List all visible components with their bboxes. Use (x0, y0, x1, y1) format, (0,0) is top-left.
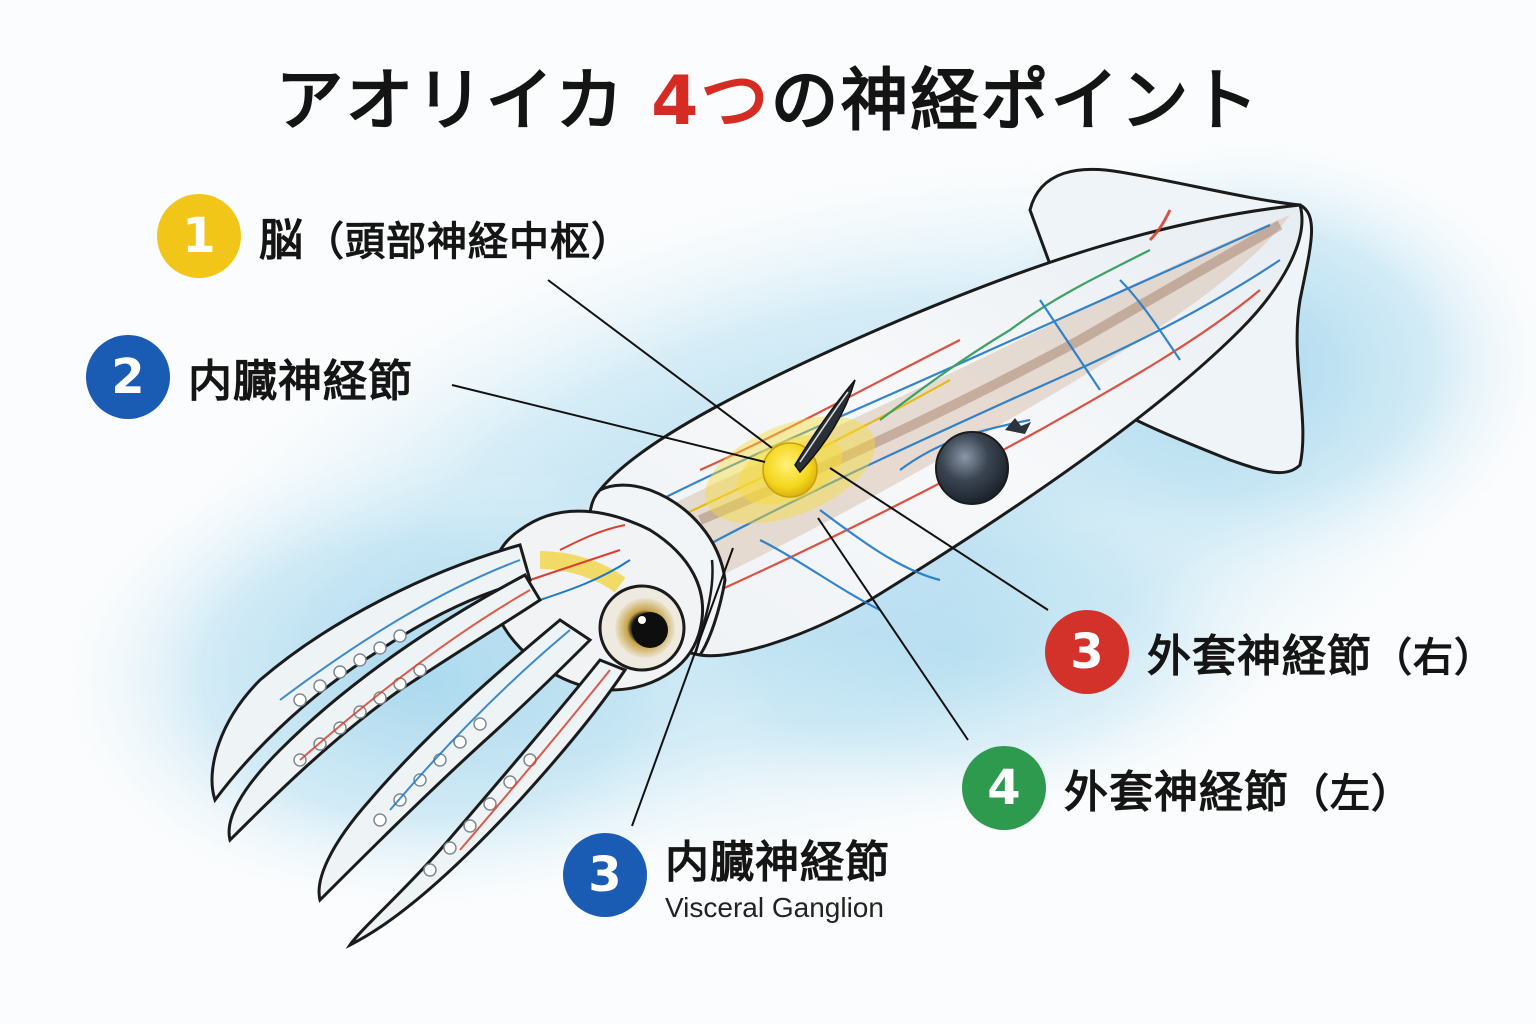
label-stack: 内臓神経節 Visceral Ganglion (665, 826, 890, 924)
badge-1: 1 (157, 194, 241, 278)
suckers (293, 629, 537, 877)
leader-lines (451, 279, 1049, 827)
leader-line-1 (547, 279, 773, 449)
head-nerves (529, 524, 631, 601)
label-name: 外套神経節 (1064, 767, 1289, 818)
ink-sac (935, 431, 1009, 505)
label-name: 脳 (259, 215, 304, 266)
leader-line-3-visceral (631, 547, 734, 827)
label-paren: （左） (1289, 771, 1412, 817)
label-mantle-ganglion-left: 4 外套神経節（左） (962, 746, 1412, 830)
badge-3-blue: 3 (563, 833, 647, 917)
label-text-mantle-left: 外套神経節（左） (1064, 756, 1412, 820)
title-suffix: の神経ポイント (770, 62, 1261, 141)
badge-2: 2 (86, 335, 170, 419)
badge-3-red: 3 (1045, 610, 1129, 694)
label-text-visceral: 内臓神経節 (188, 345, 413, 409)
leader-line-4 (817, 517, 969, 741)
label-text-mantle-right: 外套神経節（右） (1147, 620, 1495, 684)
label-name: 外套神経節 (1147, 631, 1372, 682)
label-mantle-ganglion-right: 3 外套神経節（右） (1045, 610, 1495, 694)
label-text-brain: 脳（頭部神経中枢） (259, 204, 632, 268)
squid-eye (598, 584, 686, 672)
title-accent: 4つ (651, 62, 771, 141)
label-visceral-ganglion-3: 3 内臓神経節 Visceral Ganglion (563, 826, 890, 924)
label-name: 内臓神経節 (188, 356, 413, 407)
page-title: アオリイカ 4つの神経ポイント (0, 62, 1536, 142)
leader-line-2 (451, 384, 766, 463)
title-prefix: アオリイカ (275, 62, 652, 141)
badge-4: 4 (962, 746, 1046, 830)
label-visceral-ganglion-2: 2 内臓神経節 (86, 335, 413, 419)
label-subtitle-english: Visceral Ganglion (665, 892, 884, 923)
label-paren: （頭部神経中枢） (304, 219, 632, 265)
label-paren: （右） (1372, 635, 1495, 681)
leader-line-3-right (829, 467, 1049, 611)
label-text-visceral-3: 内臓神経節 (665, 837, 890, 888)
arm-nerves (279, 559, 611, 851)
label-brain: 1 脳（頭部神経中枢） (157, 194, 632, 278)
